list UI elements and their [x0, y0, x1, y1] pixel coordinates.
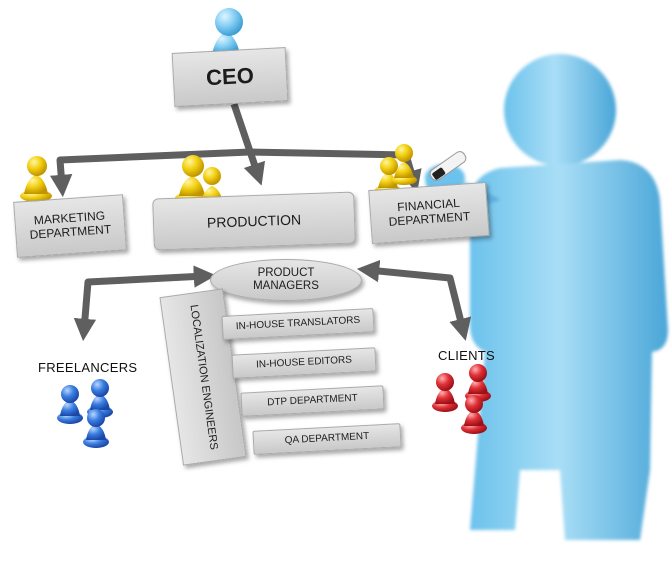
- arrow-pm-to-freelancers: [73, 265, 217, 342]
- client-pawns-icon: [432, 364, 491, 434]
- arrow-to-marketing: [49, 148, 251, 198]
- product-managers-label: PRODUCT MANAGERS: [253, 266, 319, 292]
- marketing-box: MARKETING DEPARTMENT: [13, 194, 127, 258]
- qa-department-label: QA DEPARTMENT: [284, 431, 370, 447]
- financial-box: FINANCIAL DEPARTMENT: [368, 181, 490, 245]
- localization-label: LOCALIZATION ENGINEERS: [187, 303, 220, 451]
- product-managers-ellipse: PRODUCT MANAGERS: [210, 259, 362, 301]
- marketing-label: MARKETING DEPARTMENT: [29, 208, 112, 242]
- in-house-translators-label: IN-HOUSE TRANSLATORS: [235, 315, 361, 333]
- arrow-pm-to-clients: [356, 259, 472, 341]
- clients-label: CLIENTS: [438, 348, 496, 363]
- financial-label: FINANCIAL DEPARTMENT: [388, 196, 471, 229]
- marketing-pawn-icon: [20, 156, 52, 202]
- presenter-figure: [425, 54, 668, 540]
- freelancer-pawns-icon: [57, 379, 113, 448]
- arrow-ceo-down: [230, 102, 266, 186]
- freelancers-label: FREELANCERS: [38, 360, 138, 375]
- dtp-department-label: DTP DEPARTMENT: [266, 392, 358, 409]
- ceo-box: CEO: [171, 47, 289, 107]
- production-box: PRODUCTION: [152, 191, 356, 251]
- ceo-label: CEO: [205, 63, 255, 91]
- marker-pen-icon: [429, 151, 467, 181]
- in-house-editors-label: IN-HOUSE EDITORS: [255, 354, 353, 371]
- production-label: PRODUCTION: [206, 211, 302, 231]
